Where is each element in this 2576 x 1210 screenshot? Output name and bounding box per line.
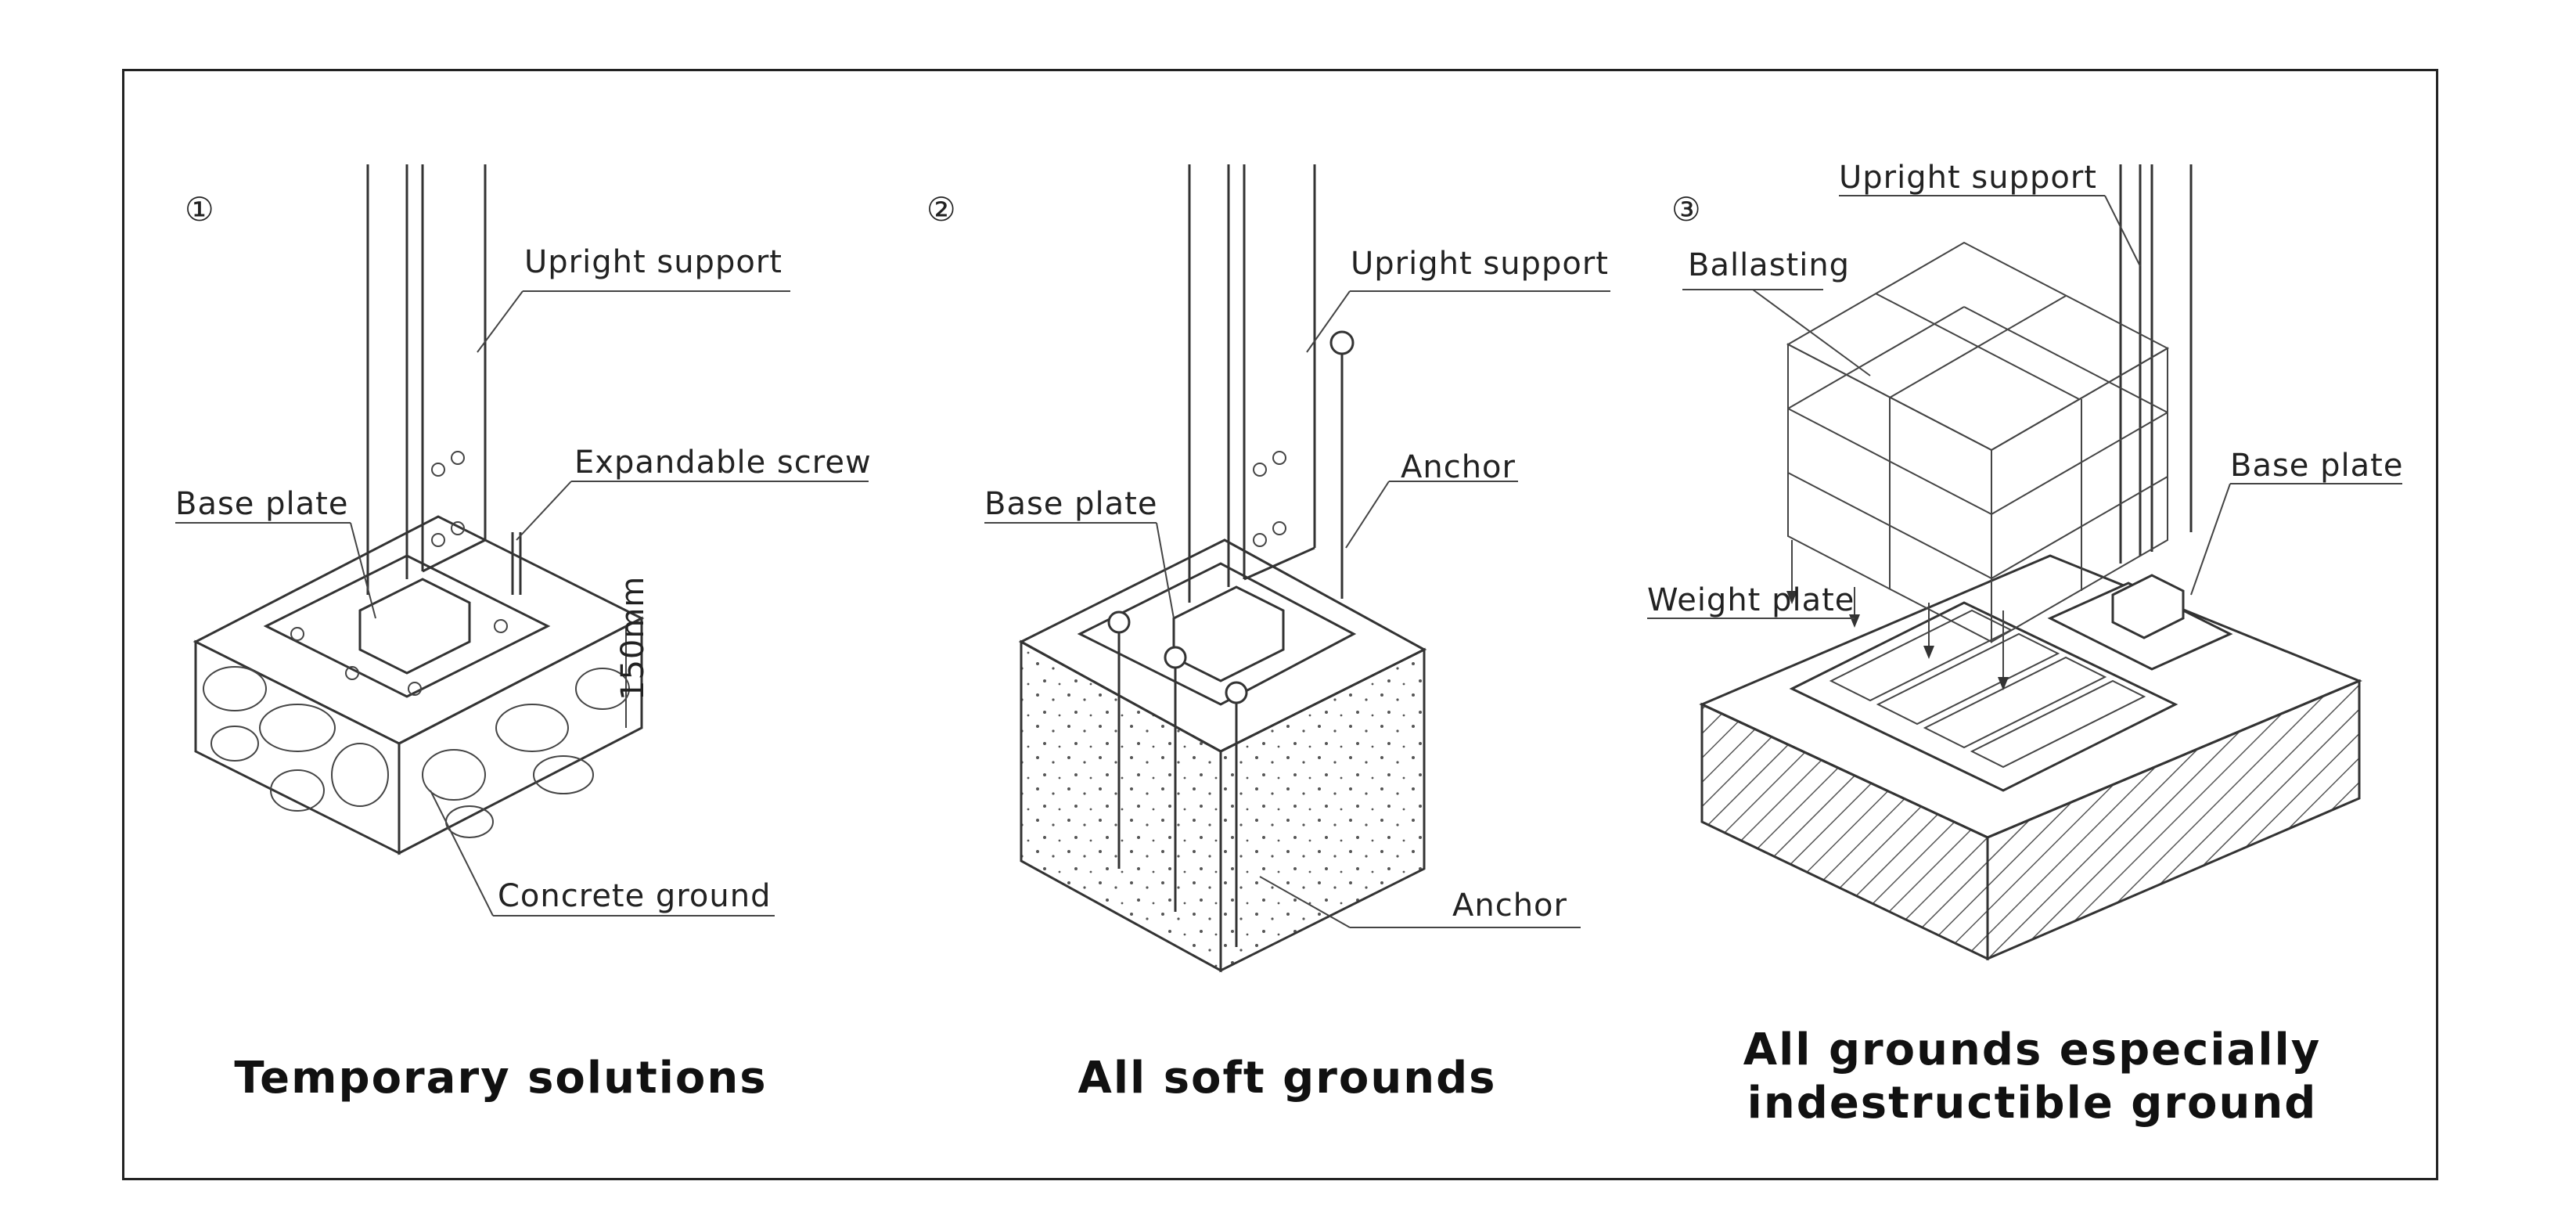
panel-3-upright xyxy=(2119,164,2193,564)
panel-3-slab-right xyxy=(1986,679,2361,961)
panel-2-block-right xyxy=(1219,647,1426,973)
panel-1-upright-support-label: Upright support xyxy=(524,244,783,280)
panel-2-anchor-top-label: Anchor xyxy=(1401,449,1516,485)
panel-3-weight-plate-label: Weight plate xyxy=(1647,582,1855,618)
panel-1-upright xyxy=(366,164,487,595)
panel-1-caption: Temporary solutions xyxy=(234,1053,767,1104)
panel-3-caption-line1: All grounds especially xyxy=(1743,1025,2322,1075)
panel-3-upright-support-label: Upright support xyxy=(1839,160,2097,196)
panel-3-number: ③ xyxy=(1671,190,1701,229)
panel-1-concrete-ground-label: Concrete ground xyxy=(498,878,771,914)
panel-2-base-plate-label: Base plate xyxy=(984,486,1157,522)
panel-2-anchors xyxy=(1107,330,1355,947)
panel-2-upright-support-label: Upright support xyxy=(1351,246,1609,282)
panel-3-caption-line2: indestructible ground xyxy=(1747,1078,2318,1129)
panel-1-expandable-screw-label: Expandable screw xyxy=(574,445,872,481)
panel-1-base-plate-label: Base plate xyxy=(175,486,348,522)
panel-2: ② xyxy=(926,164,1610,1104)
panel-3-base-plate-label: Base plate xyxy=(2230,448,2403,484)
panel-2-number: ② xyxy=(926,190,956,229)
panel-1-dimension: 150mm xyxy=(615,576,651,700)
panel-2-anchor-bottom-label: Anchor xyxy=(1452,888,1567,924)
panel-3-ballasting xyxy=(1786,241,2170,643)
panel-1-bracket xyxy=(358,578,471,675)
panel-2-caption: All soft grounds xyxy=(1078,1053,1497,1104)
panel-3-bracket xyxy=(2111,574,2185,639)
panel-2-upright xyxy=(1188,164,1316,603)
panel-1-block-right xyxy=(398,616,643,855)
panel-3-arrows xyxy=(1786,540,2009,690)
panel-1-number: ① xyxy=(185,190,214,229)
panel-3-weight-plates xyxy=(1789,601,2178,792)
panel-1: ① xyxy=(175,164,872,1104)
panel-3: ③ xyxy=(1647,160,2403,1129)
panel-3-ballasting-label: Ballasting xyxy=(1688,247,1850,283)
